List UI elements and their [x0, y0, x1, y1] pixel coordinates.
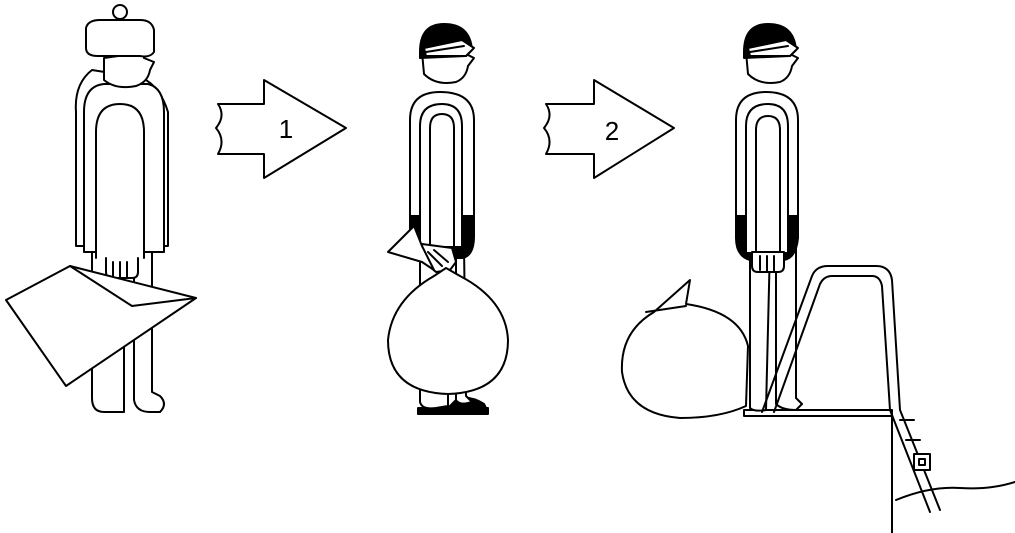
figure3-arm-inner [756, 116, 780, 252]
dropped-bag-icon [622, 280, 748, 418]
figure-dressed-person [6, 5, 196, 412]
figure1-hand [106, 258, 138, 278]
ladder-step-bolt [919, 459, 925, 465]
step-number-2: 2 [605, 116, 619, 146]
figure2-arm-inner [430, 114, 454, 246]
winter-hat-icon [86, 20, 154, 57]
pool-water-surface [896, 482, 1015, 500]
bag-icon [388, 268, 508, 394]
step-arrow-1: 1 [216, 80, 346, 178]
figure-at-pool [622, 24, 1015, 533]
figure-undressed-person [388, 24, 508, 414]
figure1-arm [96, 104, 144, 258]
step-number-1: 1 [279, 114, 293, 144]
step-arrow-2: 2 [544, 80, 674, 178]
hat-pompom [113, 5, 127, 19]
ladder-rail-inner [774, 276, 930, 512]
